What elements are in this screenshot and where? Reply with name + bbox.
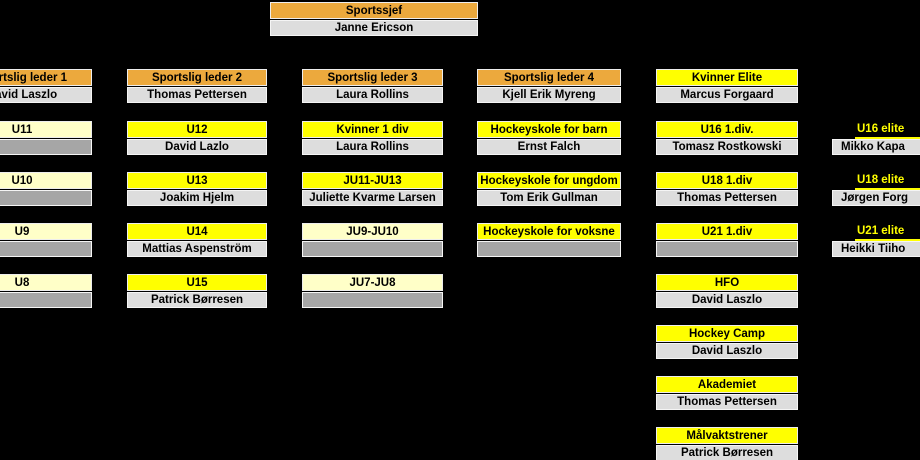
unit-title: Akademiet xyxy=(656,376,798,393)
unit-title: Sportslig leder 1 xyxy=(0,69,92,86)
unit-title: JU7-JU8 xyxy=(302,274,443,291)
unit-person: David Laszlo xyxy=(656,292,798,308)
unit-person: Mikko Kapa xyxy=(832,139,920,155)
org-unit-u9: U9 xyxy=(0,223,92,257)
org-unit-u14: U14 Mattias Aspenström xyxy=(127,223,267,257)
unit-title: U13 xyxy=(127,172,267,189)
org-unit-kvinner-elite: Kvinner Elite Marcus Forgaard xyxy=(656,69,798,103)
unit-person: Janne Ericson xyxy=(270,20,478,36)
unit-person: Thomas Pettersen xyxy=(656,190,798,206)
org-unit-u18-1div: U18 1.div Thomas Pettersen xyxy=(656,172,798,206)
unit-person: Laura Rollins xyxy=(302,139,443,155)
unit-title: U21 1.div xyxy=(656,223,798,240)
unit-title: U14 xyxy=(127,223,267,240)
unit-title: Hockeyskole for voksne xyxy=(477,223,621,240)
org-unit-hockeyskole-ungdom: Hockeyskole for ungdom Tom Erik Gullman xyxy=(477,172,621,206)
unit-title: Hockeyskole for barn xyxy=(477,121,621,138)
org-unit-ju7-ju8: JU7-JU8 xyxy=(302,274,443,308)
unit-person-empty xyxy=(0,190,92,206)
unit-title: U15 xyxy=(127,274,267,291)
org-unit-u16-1div: U16 1.div. Tomasz Rostkowski xyxy=(656,121,798,155)
unit-person: Patrick Børresen xyxy=(656,445,798,460)
unit-title: U12 xyxy=(127,121,267,138)
unit-title: Sportslig leder 3 xyxy=(302,69,443,86)
org-unit-sportslig-leder-2: Sportslig leder 2 Thomas Pettersen xyxy=(127,69,267,103)
org-unit-malvaktstrener: Målvaktstrener Patrick Børresen xyxy=(656,427,798,460)
unit-person: Tom Erik Gullman xyxy=(477,190,621,206)
org-unit-hockey-camp: Hockey Camp David Laszlo xyxy=(656,325,798,359)
unit-title: U8 xyxy=(0,274,92,291)
unit-title-label: U16 elite xyxy=(855,121,920,139)
org-unit-kvinner-1-div: Kvinner 1 div Laura Rollins xyxy=(302,121,443,155)
unit-person: David Laszlo xyxy=(656,343,798,359)
unit-title: U18 1.div xyxy=(656,172,798,189)
unit-title-label: U18 elite xyxy=(855,172,920,190)
org-unit-hfo: HFO David Laszlo xyxy=(656,274,798,308)
unit-person: Juliette Kvarme Larsen xyxy=(302,190,443,206)
org-unit-u12: U12 David Lazlo xyxy=(127,121,267,155)
unit-person-empty xyxy=(0,241,92,257)
org-unit-ju11-ju13: JU11-JU13 Juliette Kvarme Larsen xyxy=(302,172,443,206)
unit-person-empty xyxy=(656,241,798,257)
org-unit-u8: U8 xyxy=(0,274,92,308)
unit-person: Thomas Pettersen xyxy=(656,394,798,410)
unit-title: U18 elite xyxy=(832,172,920,190)
unit-person-empty xyxy=(0,292,92,308)
org-unit-u18-elite: U18 elite Jørgen Forg xyxy=(832,172,920,206)
org-unit-u11: U11 xyxy=(0,121,92,155)
unit-title-label: U21 elite xyxy=(855,223,920,241)
unit-title: Sportslig leder 2 xyxy=(127,69,267,86)
org-unit-u21-1div: U21 1.div xyxy=(656,223,798,257)
unit-person: Kjell Erik Myreng xyxy=(477,87,621,103)
org-unit-sportslig-leder-1: Sportslig leder 1 David Laszlo xyxy=(0,69,92,103)
unit-title: U16 elite xyxy=(832,121,920,139)
org-unit-hockeyskole-barn: Hockeyskole for barn Ernst Falch xyxy=(477,121,621,155)
unit-title: Sportslig leder 4 xyxy=(477,69,621,86)
org-unit-hockeyskole-voksne: Hockeyskole for voksne xyxy=(477,223,621,257)
unit-person-empty xyxy=(477,241,621,257)
org-unit-u15: U15 Patrick Børresen xyxy=(127,274,267,308)
org-unit-sportslig-leder-4: Sportslig leder 4 Kjell Erik Myreng xyxy=(477,69,621,103)
unit-title: Sportssjef xyxy=(270,2,478,19)
unit-title: Hockeyskole for ungdom xyxy=(477,172,621,189)
unit-person: Tomasz Rostkowski xyxy=(656,139,798,155)
unit-title: Målvaktstrener xyxy=(656,427,798,444)
unit-person: David Laszlo xyxy=(0,87,92,103)
unit-title: Kvinner Elite xyxy=(656,69,798,86)
unit-title: U10 xyxy=(0,172,92,189)
org-unit-u10: U10 xyxy=(0,172,92,206)
unit-title: JU11-JU13 xyxy=(302,172,443,189)
unit-title: U16 1.div. xyxy=(656,121,798,138)
unit-person: Thomas Pettersen xyxy=(127,87,267,103)
unit-person-empty xyxy=(0,139,92,155)
unit-title: U11 xyxy=(0,121,92,138)
unit-title: HFO xyxy=(656,274,798,291)
unit-title: U21 elite xyxy=(832,223,920,241)
unit-person-empty xyxy=(302,292,443,308)
org-unit-sportssjef: Sportssjef Janne Ericson xyxy=(270,2,478,36)
unit-person: Jørgen Forg xyxy=(832,190,920,206)
org-unit-u21-elite: U21 elite Heikki Tiiho xyxy=(832,223,920,257)
unit-title: Kvinner 1 div xyxy=(302,121,443,138)
unit-person: Laura Rollins xyxy=(302,87,443,103)
org-unit-u13: U13 Joakim Hjelm xyxy=(127,172,267,206)
unit-person: Mattias Aspenström xyxy=(127,241,267,257)
org-unit-ju9-ju10: JU9-JU10 xyxy=(302,223,443,257)
unit-person-empty xyxy=(302,241,443,257)
unit-title: U9 xyxy=(0,223,92,240)
unit-title: Hockey Camp xyxy=(656,325,798,342)
unit-person: Ernst Falch xyxy=(477,139,621,155)
unit-title: JU9-JU10 xyxy=(302,223,443,240)
unit-person: Marcus Forgaard xyxy=(656,87,798,103)
unit-person: Joakim Hjelm xyxy=(127,190,267,206)
org-unit-sportslig-leder-3: Sportslig leder 3 Laura Rollins xyxy=(302,69,443,103)
org-unit-u16-elite: U16 elite Mikko Kapa xyxy=(832,121,920,155)
unit-person: Patrick Børresen xyxy=(127,292,267,308)
unit-person: David Lazlo xyxy=(127,139,267,155)
org-unit-akademiet: Akademiet Thomas Pettersen xyxy=(656,376,798,410)
unit-person: Heikki Tiiho xyxy=(832,241,920,257)
